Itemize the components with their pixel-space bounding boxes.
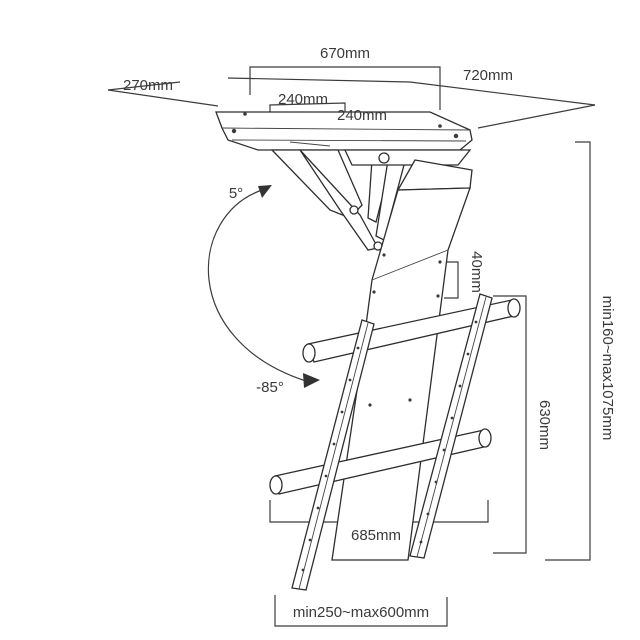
label-top-width: 670mm bbox=[320, 45, 370, 62]
vertical-rail-right bbox=[409, 293, 493, 559]
vertical-rail-left bbox=[291, 319, 375, 591]
rotation-arc bbox=[207, 185, 320, 388]
dim-depth-right bbox=[227, 77, 596, 129]
label-depth-right: 720mm bbox=[463, 67, 513, 84]
label-bracket-height: 630mm bbox=[536, 400, 553, 450]
label-angle-upper: 5° bbox=[229, 185, 243, 202]
dim-total-height bbox=[545, 141, 591, 561]
dim-vesa-range bbox=[274, 595, 448, 627]
dim-bracket-height bbox=[493, 295, 527, 554]
label-vesa-range: min250~max600mm bbox=[293, 604, 429, 621]
label-mount-spacing-a: 240mm bbox=[278, 91, 328, 108]
linkage-arms bbox=[270, 141, 472, 251]
label-angle-lower: -85° bbox=[256, 379, 284, 396]
label-arm-width: 685mm bbox=[351, 527, 401, 544]
dim-slot-spacing bbox=[444, 261, 459, 299]
label-depth-left: 270mm bbox=[123, 77, 173, 94]
label-total-height: min160~max1075mm bbox=[599, 296, 616, 441]
dim-top-width bbox=[249, 66, 441, 110]
label-mount-spacing-b: 240mm bbox=[337, 107, 387, 124]
dim-depth-left bbox=[107, 81, 219, 107]
label-slot-spacing: 40mm bbox=[468, 251, 485, 293]
